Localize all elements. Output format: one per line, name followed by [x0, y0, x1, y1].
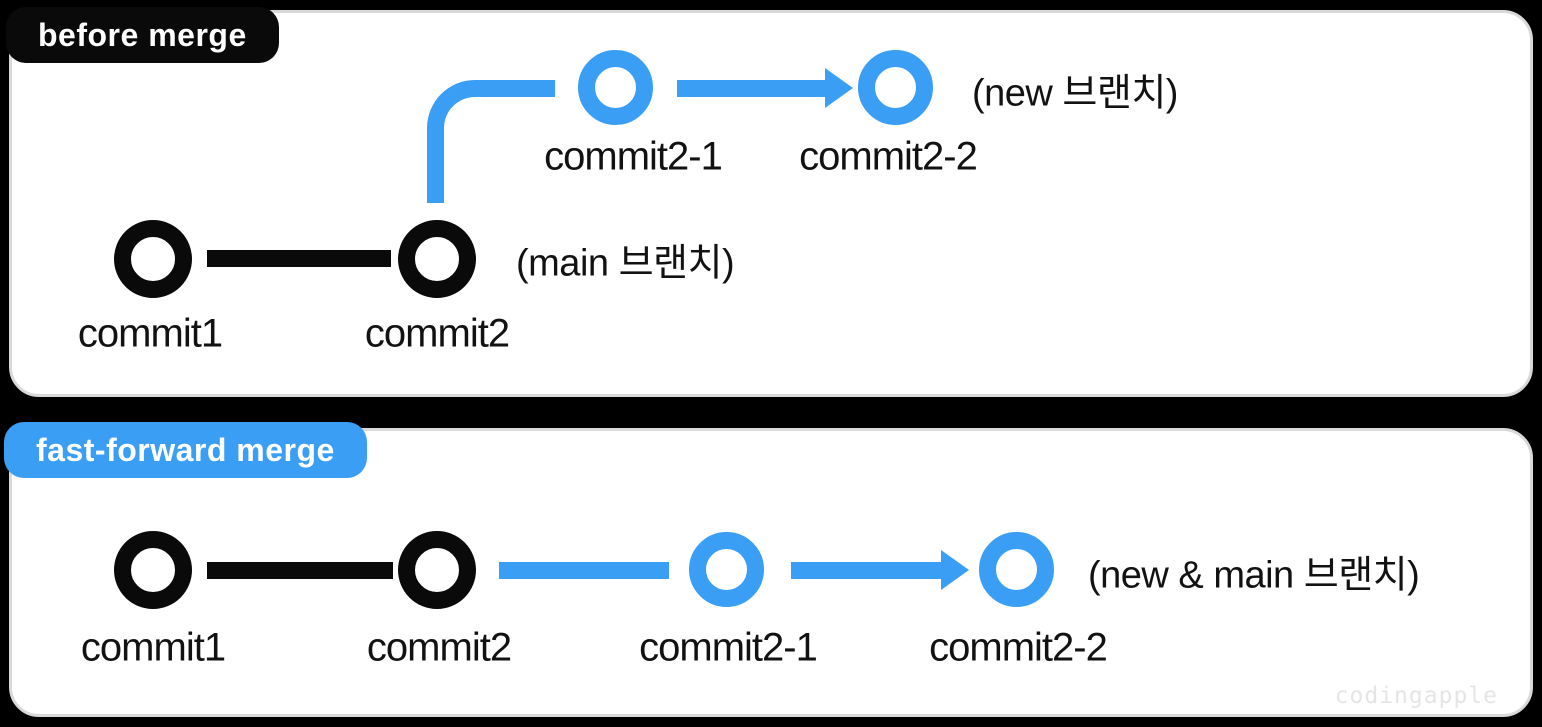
arrow-head-icon — [941, 550, 969, 590]
commit-node-commit1 — [114, 220, 192, 298]
commit-node-commit2 — [398, 531, 476, 609]
watermark: codingapple — [1334, 683, 1498, 709]
branch-edge-main — [207, 250, 391, 267]
commit-label: commit2-2 — [799, 134, 978, 179]
commit-label: commit1 — [80, 625, 226, 670]
branch-label-new: (new 브랜치) — [972, 72, 1178, 115]
commit-node-commit2-2 — [858, 50, 933, 125]
branch-edge-merged — [791, 562, 941, 579]
commit-node-commit1 — [114, 531, 192, 609]
commit-label: commit2-1 — [639, 625, 818, 670]
commit-label: commit2 — [366, 625, 512, 670]
arrow-head-icon — [825, 68, 853, 108]
branch-curve-connector — [427, 80, 555, 203]
commit-label: commit2-2 — [929, 625, 1108, 670]
branch-label-new-and-main: (new & main 브랜치) — [1088, 554, 1420, 597]
badge-fast-forward-merge-label: fast-forward merge — [36, 431, 335, 468]
commit-node-commit2 — [398, 220, 476, 298]
commit-label: commit1 — [77, 311, 223, 356]
badge-fast-forward-merge: fast-forward merge — [4, 422, 367, 478]
panel-before-merge — [9, 10, 1533, 397]
commit-node-commit2-1 — [578, 50, 653, 125]
branch-label-main: (main 브랜치) — [516, 242, 735, 285]
commit-label: commit2 — [364, 311, 510, 356]
commit-node-commit2-1 — [689, 532, 764, 607]
badge-before-merge: before merge — [6, 7, 279, 63]
commit-node-commit2-2 — [979, 532, 1054, 607]
badge-before-merge-label: before merge — [38, 16, 247, 53]
branch-edge-new — [677, 80, 825, 97]
branch-edge-merged — [499, 562, 669, 579]
commit-label: commit2-1 — [544, 134, 723, 179]
branch-edge-main — [207, 562, 393, 579]
